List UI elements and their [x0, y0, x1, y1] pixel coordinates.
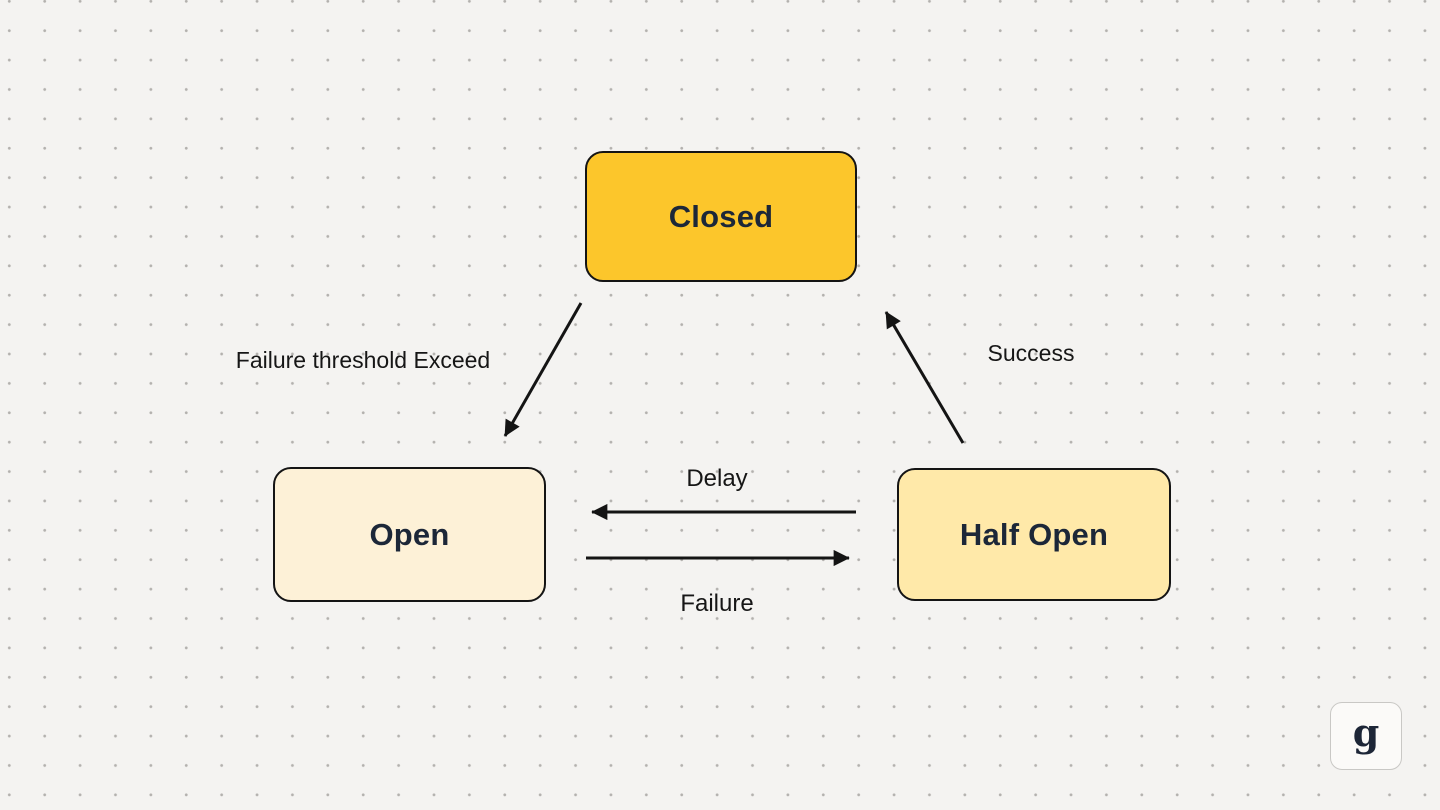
- gleek-logo-letter: g: [1352, 710, 1380, 755]
- node-open-label: Open: [369, 516, 450, 552]
- edge-label-success: Success: [987, 340, 1075, 366]
- node-half-open-label: Half Open: [959, 516, 1109, 552]
- edge-closed-to-open-arrow[interactable]: [503, 302, 583, 437]
- edge-label-failure-threshold-exceed: Failure threshold Exceed: [235, 347, 491, 373]
- edge-label-failure: Failure: [680, 590, 754, 617]
- edge-half-open-to-closed-arrow[interactable]: [884, 311, 965, 444]
- node-open[interactable]: Open: [273, 467, 546, 602]
- node-closed[interactable]: Closed: [585, 151, 857, 282]
- edge-label-delay: Delay: [686, 465, 748, 492]
- node-half-open[interactable]: Half Open: [897, 468, 1171, 601]
- gleek-logo[interactable]: g: [1330, 702, 1402, 770]
- node-closed-label: Closed: [668, 198, 774, 234]
